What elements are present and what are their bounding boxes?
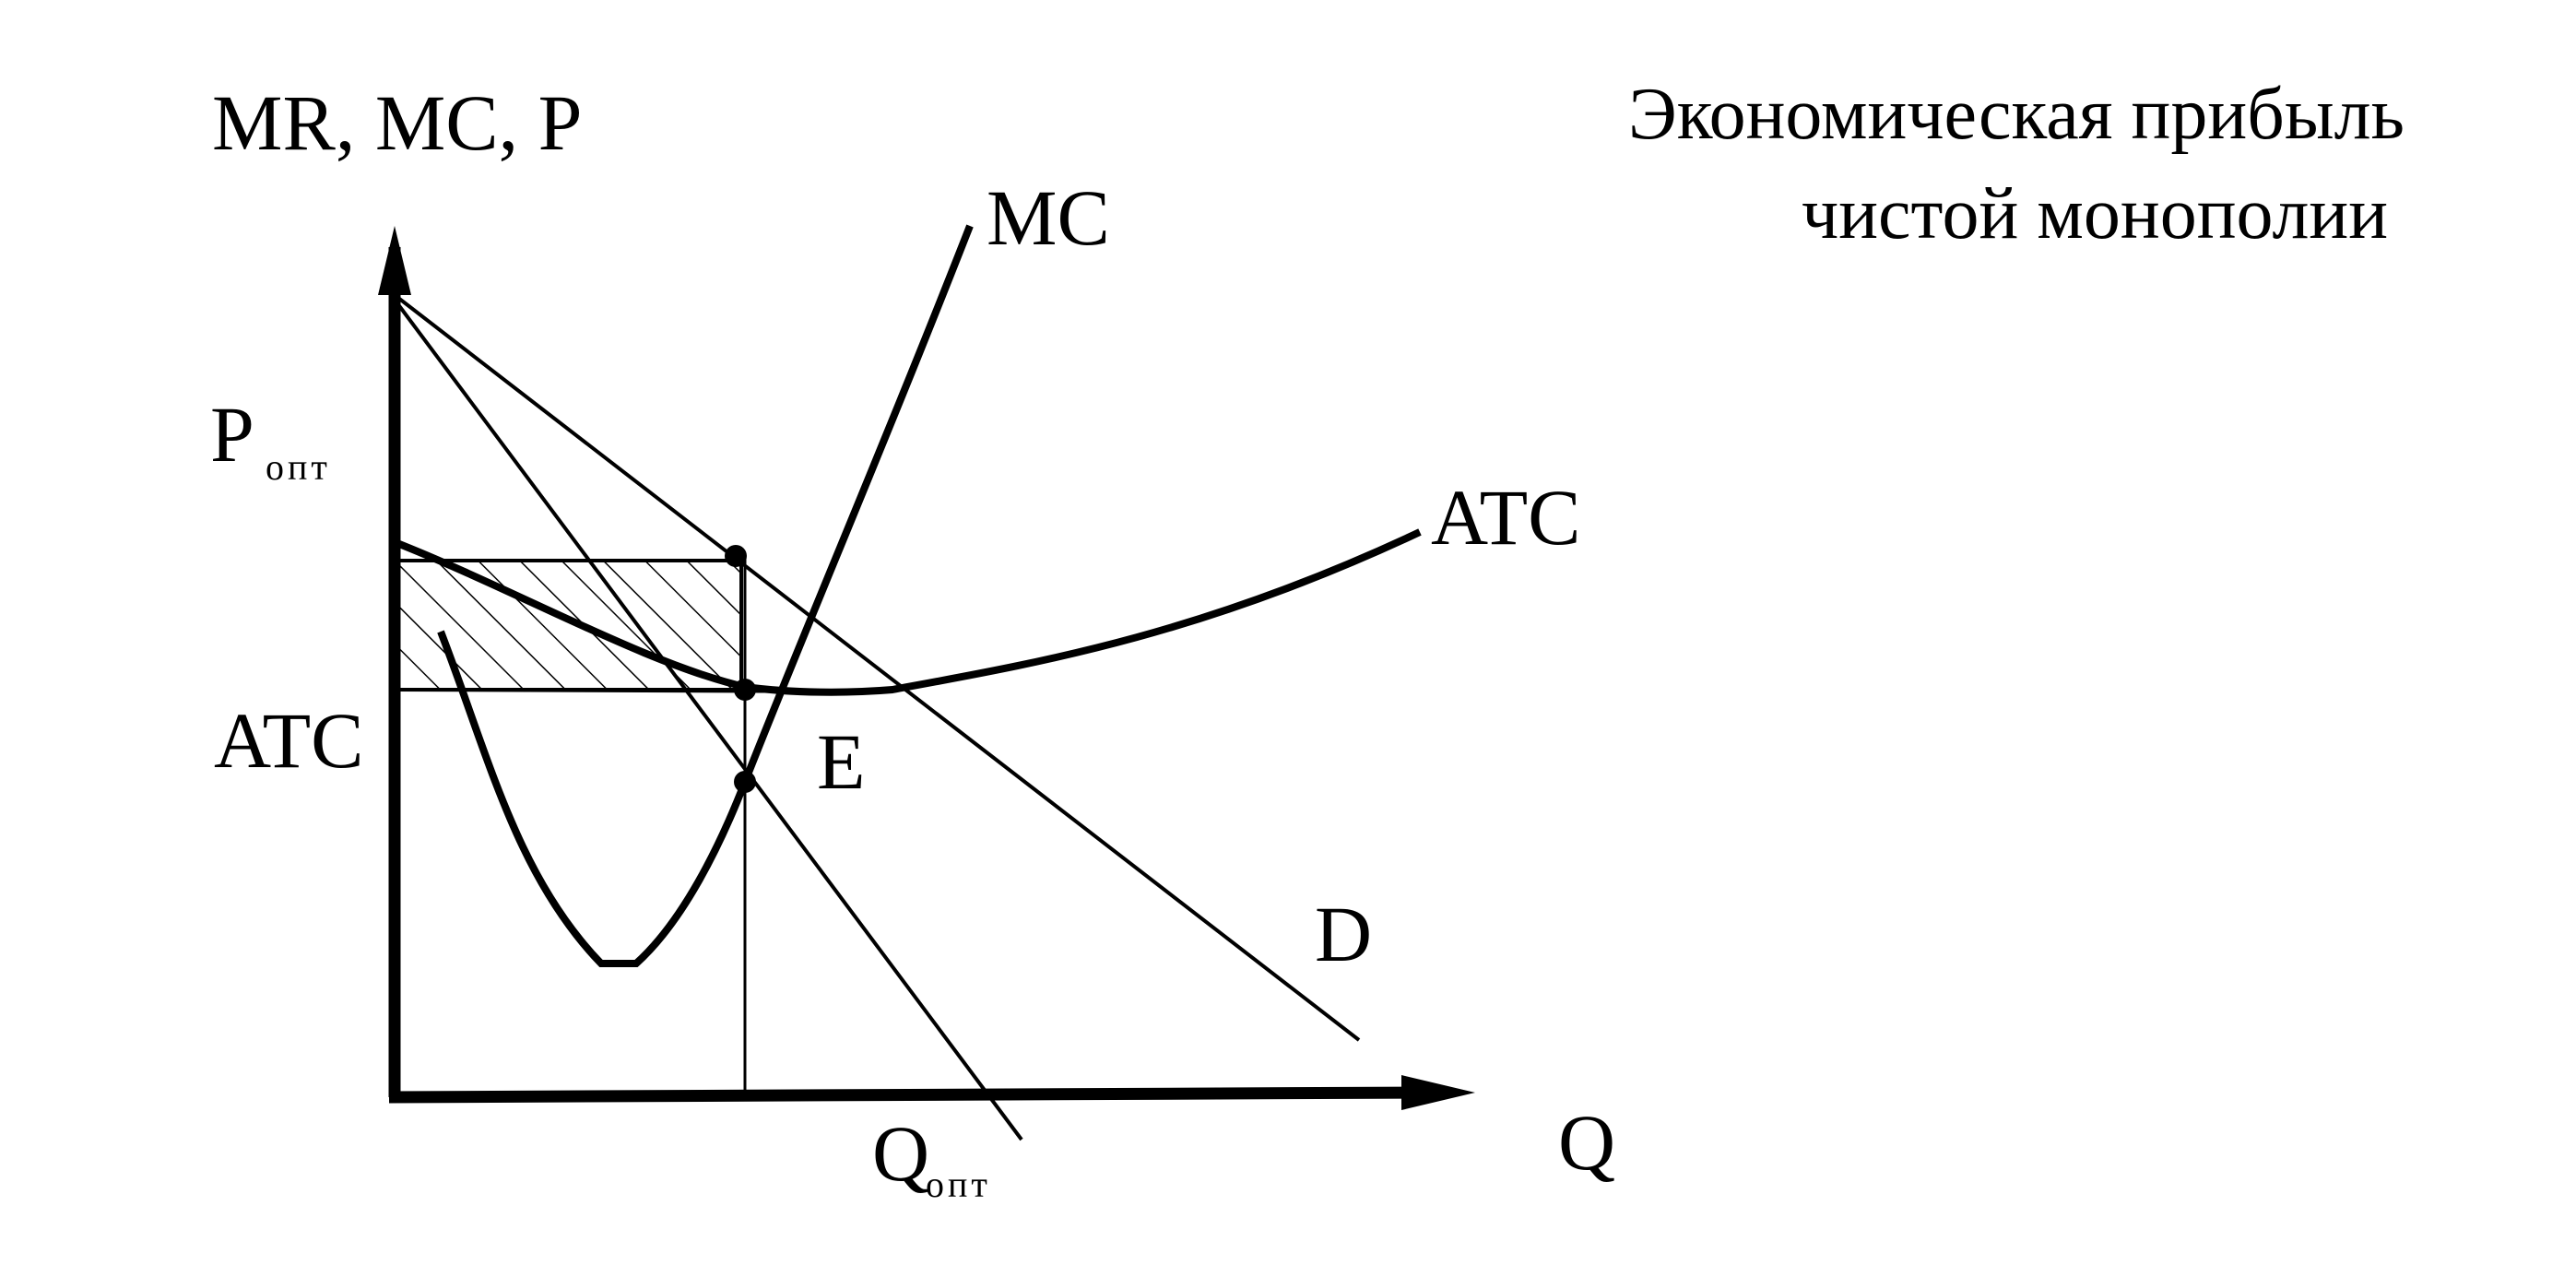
price-point: [725, 545, 747, 567]
q-opt-subscript: опт: [926, 1164, 991, 1205]
equilibrium-point-e: [734, 771, 756, 793]
title-line-1: Экономическая прибыль: [1628, 74, 2405, 155]
q-opt-label: Q: [872, 1109, 929, 1198]
y-axis-label: MR, MC, P: [212, 78, 583, 167]
demand-curve-label: D: [1315, 890, 1372, 978]
x-axis: [388, 1086, 1430, 1104]
y-axis-arrow: [378, 226, 411, 295]
atc-axis-label: ATC: [214, 696, 363, 785]
atc-curve-label: ATC: [1431, 473, 1580, 562]
x-axis-arrow: [1401, 1075, 1475, 1110]
equilibrium-label-e: E: [817, 717, 866, 806]
p-opt-subscript: опт: [266, 446, 331, 488]
x-axis-label: Q: [1558, 1098, 1615, 1187]
p-opt-label: P: [210, 390, 254, 479]
marginal-revenue-curve: [393, 298, 1023, 1141]
title-line-2: чистой монополии: [1802, 173, 2388, 254]
demand-curve: [393, 293, 1361, 1042]
atc-curve: [393, 528, 1422, 696]
atc-point: [734, 679, 756, 701]
mc-curve-label: MC: [987, 173, 1110, 262]
mc-curve: [437, 224, 974, 967]
